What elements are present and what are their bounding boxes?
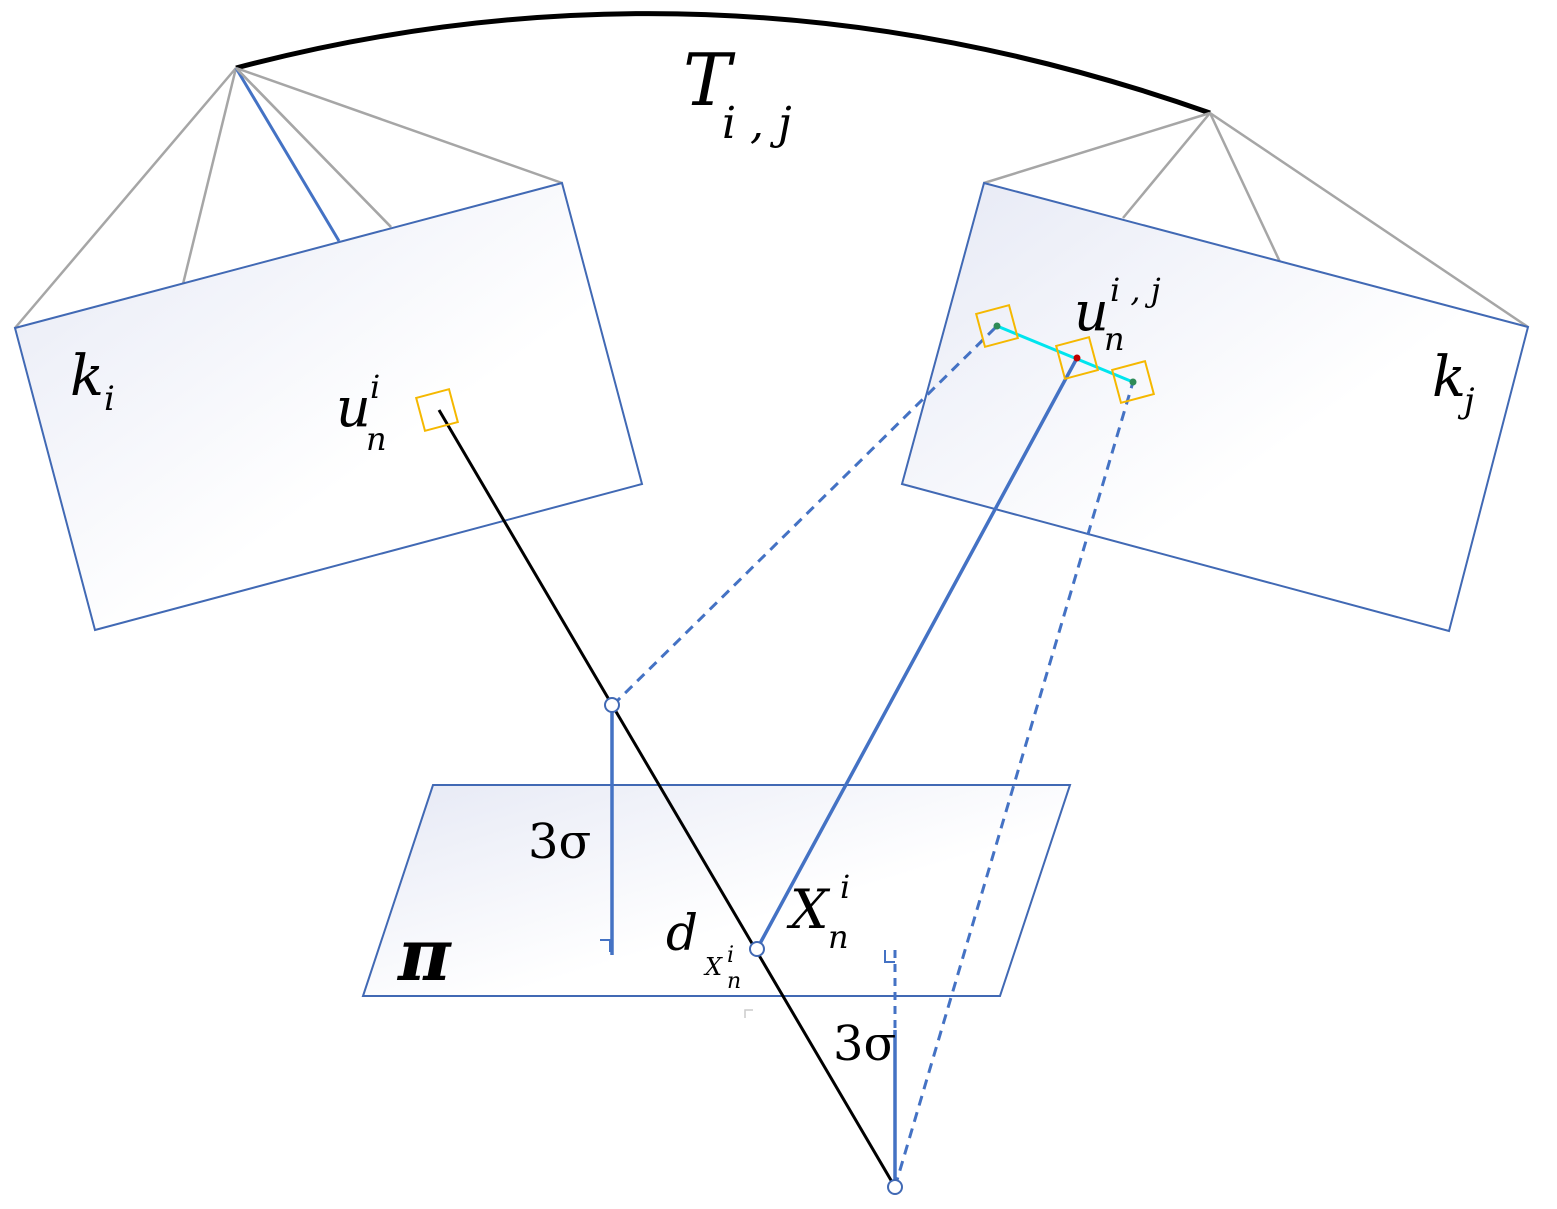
- sigma-lower-right-angle: [884, 950, 895, 963]
- match-point-center: [1073, 354, 1081, 362]
- svg-text:u: u: [336, 376, 371, 439]
- left-principal-ray: [234, 67, 341, 242]
- match-point-near: [993, 322, 1001, 330]
- label-keyframe-i: k i: [70, 344, 115, 419]
- label-sigma-upper: 3σ: [528, 814, 591, 870]
- feature-box-j-center: [1054, 335, 1100, 381]
- label-transform: T i , j: [683, 38, 792, 149]
- sigma-upper-right-angle: [600, 939, 611, 952]
- reprojection-ray-near: [611, 324, 999, 707]
- svg-text:n: n: [727, 969, 741, 994]
- feature-box-i: [414, 387, 460, 433]
- label-keyframe-j: k j: [1432, 345, 1475, 421]
- svg-text:i: i: [104, 379, 115, 419]
- label-depth: d X i n: [666, 904, 741, 994]
- svg-text:n: n: [366, 420, 387, 458]
- label-feature-ij: u i , j n: [1074, 271, 1161, 358]
- svg-text:n: n: [828, 918, 849, 956]
- reprojection-ray-center: [755, 357, 1079, 950]
- plane-pi: [361, 784, 1072, 997]
- label-plane-pi: π: [396, 912, 452, 997]
- right-frustum: [983, 111, 1529, 329]
- svg-text:i: i: [840, 868, 850, 906]
- depth-point-X: [749, 941, 765, 957]
- depth-max-point: [887, 1179, 903, 1195]
- label-sigma-lower: 3σ: [833, 1016, 896, 1072]
- match-point-far: [1129, 378, 1137, 386]
- svg-text:i: i: [370, 368, 380, 406]
- keyframe-j-plane: [900, 181, 1530, 633]
- svg-text:u: u: [1074, 280, 1109, 343]
- backprojection-ray: [437, 409, 897, 1188]
- transform-arc: [235, 11, 1211, 116]
- label-feature-i: u i n: [336, 368, 387, 458]
- epipolar-segment: [996, 324, 1134, 384]
- keyframe-i-plane: [13, 181, 644, 632]
- svg-text:i , j: i , j: [722, 98, 792, 149]
- faint-corner-mark: [744, 1009, 753, 1018]
- svg-text:k: k: [70, 344, 104, 409]
- depth-min-point: [604, 697, 620, 713]
- feature-box-j-far: [1110, 359, 1156, 405]
- svg-text:X: X: [703, 953, 723, 981]
- svg-text:d: d: [666, 904, 698, 962]
- svg-text:k: k: [1432, 345, 1466, 410]
- svg-text:X: X: [786, 878, 831, 941]
- svg-text:i: i: [727, 943, 734, 968]
- label-point-X: X i n: [786, 868, 850, 956]
- feature-box-j-near: [974, 303, 1020, 349]
- svg-text:i , j: i , j: [1110, 271, 1161, 309]
- left-gray-ray-top: [235, 67, 392, 228]
- reprojection-ray-far: [893, 381, 1135, 1188]
- svg-text:n: n: [1104, 320, 1125, 358]
- svg-text:T: T: [683, 38, 736, 122]
